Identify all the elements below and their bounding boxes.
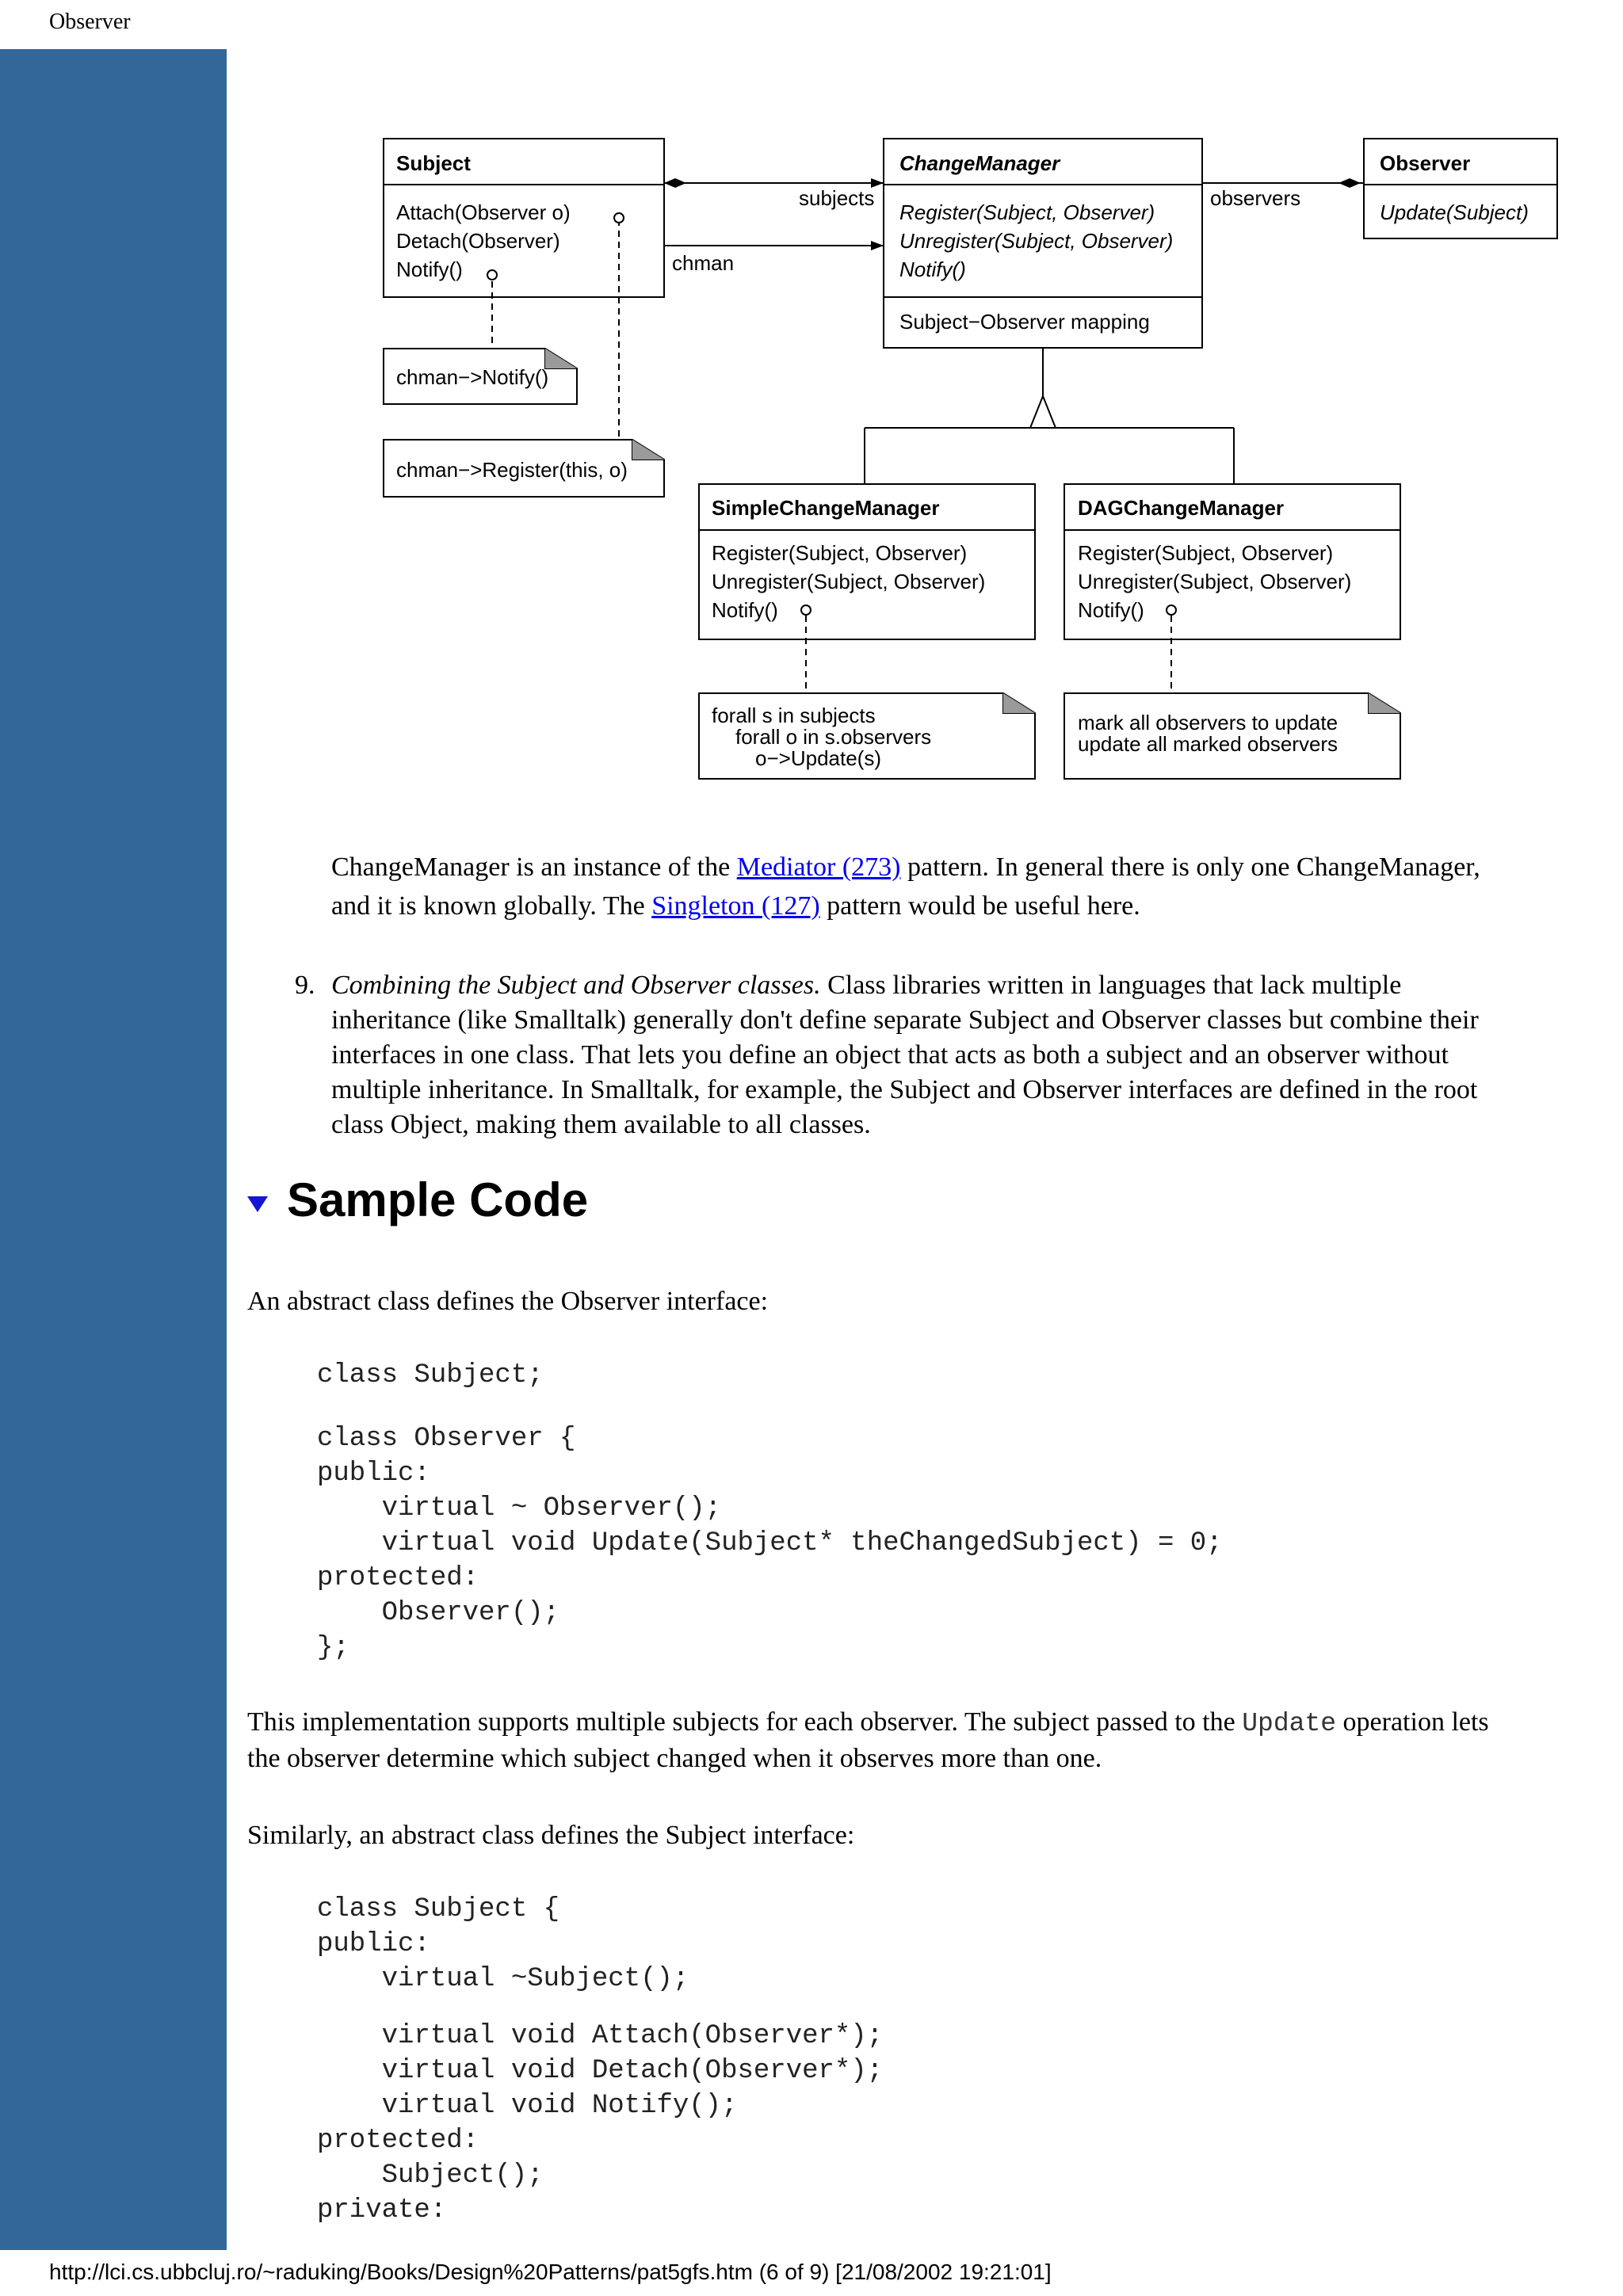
uml-changemanager-op: Unregister(Subject, Observer) <box>899 229 1173 253</box>
uml-note-notify: chman−>Notify() <box>396 365 548 389</box>
uml-note-simple-line: forall o in s.observers <box>735 725 931 749</box>
uml-subject-op: Notify() <box>396 257 463 281</box>
uml-dagcm-op: Unregister(Subject, Observer) <box>1078 570 1351 593</box>
singleton-link[interactable]: Singleton (127) <box>651 891 820 921</box>
change-manager-uml-diagram: Subject Attach(Observer o) Detach(Observ… <box>383 138 1558 780</box>
list-item-number: 9. <box>295 971 315 1000</box>
subject-intro-text: Similarly, an abstract class defines the… <box>247 1821 855 1850</box>
code-subject-class-head: class Subject { public: virtual ~Subject… <box>317 1894 689 1994</box>
uml-label-chman: chman <box>672 251 734 275</box>
code-forward-declaration: class Subject; <box>317 1360 544 1390</box>
observer-intro-text: An abstract class defines the Observer i… <box>247 1287 769 1316</box>
code-subject-class-body: virtual void Attach(Observer*); virtual … <box>317 2021 884 2225</box>
uml-simplecm-op: Unregister(Subject, Observer) <box>712 570 985 593</box>
page-header-title: Observer <box>49 10 131 34</box>
uml-label-observers: observers <box>1210 186 1300 210</box>
sample-code-heading: Sample Code <box>287 1173 589 1226</box>
uml-subject-op: Detach(Observer) <box>396 229 560 253</box>
uml-note-simple-line: forall s in subjects <box>712 704 876 727</box>
uml-observer-name: Observer <box>1380 151 1470 175</box>
uml-changemanager-name: ChangeManager <box>899 151 1061 175</box>
uml-simplecm-op: Notify() <box>712 598 778 622</box>
uml-subject-op: Attach(Observer o) <box>396 200 571 224</box>
uml-dagcm-name: DAGChangeManager <box>1078 496 1284 520</box>
uml-subject-name: Subject <box>396 151 471 175</box>
uml-changemanager-attr: Subject−Observer mapping <box>899 310 1150 334</box>
multiple-subjects-paragraph: This implementation supports multiple su… <box>247 1707 1489 1773</box>
uml-changemanager-op: Register(Subject, Observer) <box>899 200 1155 224</box>
mediator-link[interactable]: Mediator (273) <box>736 852 901 882</box>
triangle-down-icon[interactable] <box>247 1196 268 1212</box>
uml-note-simple-line: o−>Update(s) <box>755 746 881 770</box>
uml-dagcm-op: Register(Subject, Observer) <box>1078 541 1333 565</box>
page-footer-url: http://lci.cs.ubbcluj.ro/~raduking/Books… <box>49 2260 1052 2284</box>
list-item-title: Combining the Subject and Observer class… <box>331 971 821 1000</box>
uml-observer-op: Update(Subject) <box>1380 200 1529 224</box>
list-item-combining: Combining the Subject and Observer class… <box>331 971 1479 1139</box>
change-manager-paragraph: ChangeManager is an instance of the Medi… <box>331 852 1480 921</box>
uml-simplecm-name: SimpleChangeManager <box>712 496 940 520</box>
inline-code-update: Update <box>1242 1709 1337 1738</box>
uml-note-dag-line: update all marked observers <box>1078 732 1338 756</box>
uml-note-dag-line: mark all observers to update <box>1078 711 1338 734</box>
code-observer-class: class Observer { public: virtual ~ Obser… <box>317 1424 1223 1663</box>
uml-dagcm-op: Notify() <box>1078 598 1144 622</box>
uml-note-register: chman−>Register(this, o) <box>396 458 628 482</box>
uml-simplecm-op: Register(Subject, Observer) <box>712 541 967 565</box>
left-sidebar <box>0 49 227 2250</box>
uml-changemanager-op: Notify() <box>899 257 966 281</box>
uml-label-subjects: subjects <box>799 186 874 210</box>
